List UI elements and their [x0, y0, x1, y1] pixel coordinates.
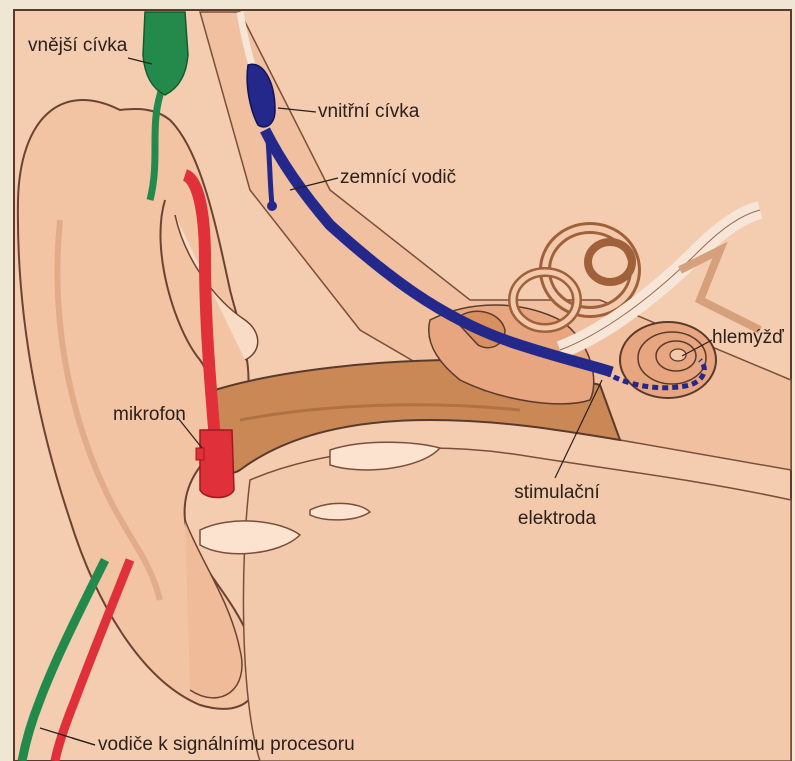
microphone-notch	[196, 448, 204, 460]
label-outer-coil: vnější cívka	[28, 35, 127, 57]
label-stimulation-electrode: stimulační elektroda	[497, 480, 617, 532]
label-microphone: mikrofon	[113, 404, 186, 426]
microphone	[200, 430, 234, 498]
label-cochlea: hlemýžď	[712, 327, 784, 349]
label-ground-wire: zemnící vodič	[340, 167, 456, 189]
label-stimulation-line1: stimulační	[497, 480, 617, 506]
label-inner-coil: vnitřní cívka	[318, 101, 419, 123]
label-stimulation-line2: elektroda	[497, 506, 617, 532]
label-processor-wires: vodiče k signálnímu procesoru	[98, 734, 355, 756]
ground-wire-tip	[267, 201, 277, 211]
